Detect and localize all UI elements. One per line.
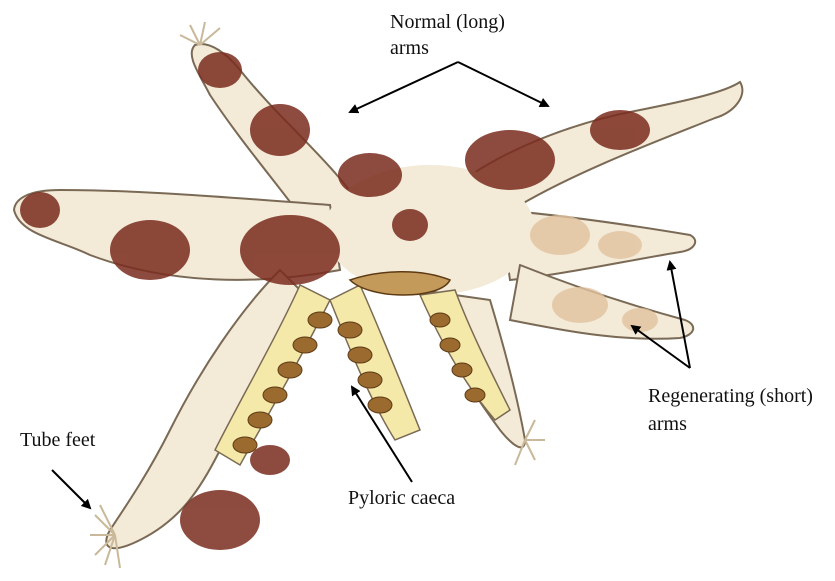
label-regenerating-arms-line2: arms bbox=[648, 412, 687, 436]
arrow-normal-arm-right bbox=[458, 62, 548, 106]
tube-feet-tuft-top bbox=[180, 22, 220, 45]
arrow-regenerating-upper bbox=[670, 262, 690, 368]
tube-feet-tuft-bottom-left bbox=[90, 505, 120, 568]
label-tube-feet: Tube feet bbox=[20, 428, 95, 452]
label-normal-arms-line2: arms bbox=[390, 36, 429, 60]
arrow-normal-arm-left bbox=[350, 62, 458, 112]
label-pyloric-caeca: Pyloric caeca bbox=[348, 486, 455, 510]
arrow-tube-feet bbox=[52, 470, 90, 508]
label-normal-arms-line1: Normal (long) bbox=[390, 10, 505, 34]
label-regenerating-arms-line1: Regenerating (short) bbox=[648, 384, 813, 408]
